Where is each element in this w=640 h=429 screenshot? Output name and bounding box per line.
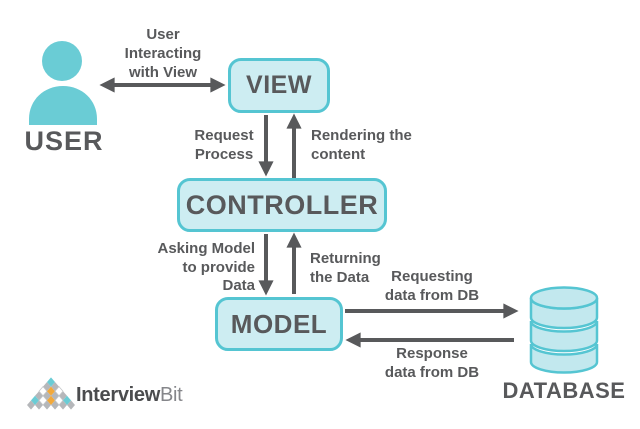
edge-label-request-process: Request Process	[194, 127, 254, 163]
node-database-label: DATABASE	[502, 378, 626, 403]
node-view-label: VIEW	[246, 71, 312, 99]
database-cylinder-icon	[529, 286, 599, 374]
logo-text-secondary: Bit	[160, 384, 183, 406]
node-view: VIEW	[228, 58, 330, 113]
edge-label-user-interacting: User Interacting with View	[124, 26, 202, 81]
edge-label-rendering-content: Rendering the content	[311, 127, 412, 163]
node-model: MODEL	[215, 297, 343, 351]
node-controller: CONTROLLER	[177, 178, 387, 232]
edge-label-asking-model: Asking Model to provide Data	[157, 240, 255, 294]
node-model-label: MODEL	[230, 308, 328, 339]
edge-label-returning-data: Returning the Data	[310, 250, 381, 286]
user-person-icon	[29, 41, 97, 125]
node-user-label: USER	[24, 126, 104, 156]
edge-label-requesting-db: Requesting data from DB	[384, 268, 480, 304]
edge-label-response-db: Response data from DB	[384, 345, 480, 381]
interviewbit-wordmark: InterviewBit	[76, 384, 183, 406]
logo-text-primary: Interview	[76, 384, 160, 406]
interviewbit-logo-icon	[27, 377, 75, 410]
node-controller-label: CONTROLLER	[185, 189, 379, 220]
